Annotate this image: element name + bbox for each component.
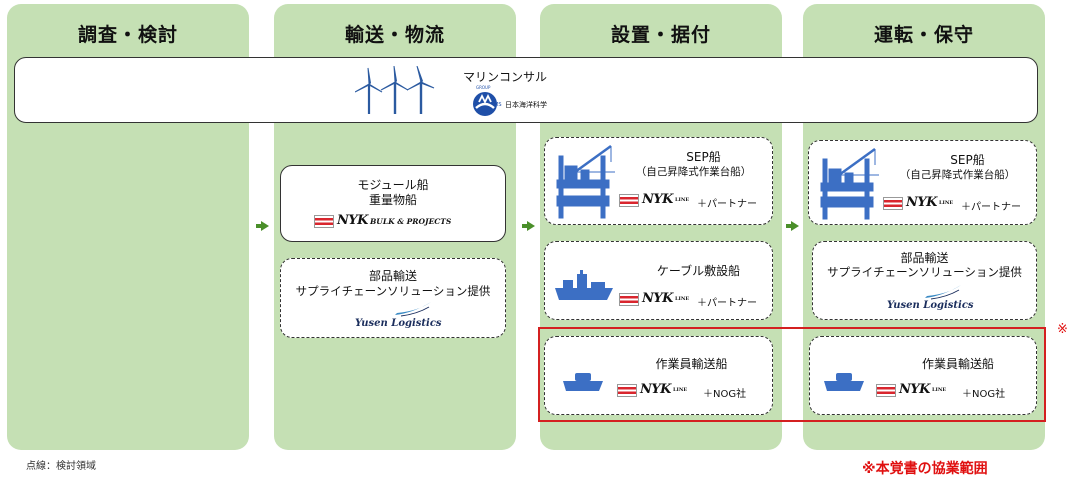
sep-partner-label: ＋パートナー <box>961 202 1021 213</box>
nyk-line-suffix: LINE <box>938 199 954 206</box>
operation-parts-card: 部品輸送 サプライチェーンソリューション提供 Yusen Logistics <box>812 241 1037 320</box>
ms-logo-small-text: GROUP <box>476 85 491 90</box>
nyk-brand: NYK <box>906 195 937 210</box>
scope-mark: ※ <box>1057 322 1068 337</box>
nyk-brand: NYK <box>337 213 368 228</box>
nyk-flag-icon <box>619 194 639 207</box>
nyk-line-suffix: LINE <box>674 196 690 203</box>
sep-ship-desc: （自己昇降式作業台船） <box>635 166 752 178</box>
crew-partner-label: ＋NOG社 <box>962 389 1006 400</box>
nyk-line-suffix: LINE <box>931 386 947 393</box>
nyk-brand: NYK <box>899 382 930 397</box>
flow-arrow-3 <box>786 221 799 231</box>
nyk-line-suffix: LINE <box>674 295 690 302</box>
marine-consulting-banner: マリンコンサル GROUP MS 日本海洋科学 <box>14 57 1038 123</box>
wind-turbine-icon <box>355 66 435 114</box>
nyk-brand: NYK <box>640 382 671 397</box>
crew-partner-label: ＋NOG社 <box>703 389 747 400</box>
nyk-flag-icon <box>617 384 637 397</box>
column-title-survey: 調査・検討 <box>77 24 178 46</box>
column-title-install: 設置・据付 <box>610 24 711 46</box>
nyk-flag-icon <box>314 215 334 228</box>
heavy-cargo-label: 重量物船 <box>368 193 417 207</box>
parts-transport-label: 部品輸送 <box>900 251 949 265</box>
nyk-brand: NYK <box>642 291 673 306</box>
nyk-flag-icon <box>876 384 896 397</box>
nyk-flag-icon <box>619 293 639 306</box>
sep-vessel-icon <box>820 147 879 220</box>
nyk-flag-icon <box>883 197 903 210</box>
sep-ship-desc: （自己昇降式作業台船） <box>899 169 1016 181</box>
yusen-logistics-logo: Yusen Logistics <box>355 318 442 329</box>
crew-ship-label: 作業員輸送船 <box>655 357 728 371</box>
nyk-brand: NYK <box>642 192 673 207</box>
parts-logistics-card: 部品輸送 サプライチェーンソリューション提供 Yusen Logistics <box>280 258 506 338</box>
agreement-scope-box <box>538 327 1046 422</box>
dotted-line-note: 点線：検討領域 <box>26 461 96 472</box>
cable-ship-label: ケーブル敷設船 <box>656 264 741 278</box>
yusen-swoosh-icon <box>925 285 961 300</box>
sep-partner-label: ＋パートナー <box>697 199 757 210</box>
cable-ship-icon <box>555 270 613 300</box>
yusen-logistics-logo: Yusen Logistics <box>887 300 974 311</box>
parts-transport-label: 部品輸送 <box>368 269 417 283</box>
sep-vessel-icon <box>556 144 615 219</box>
crew-boat-icon <box>563 373 603 391</box>
flow-arrow-1 <box>256 221 269 231</box>
supply-chain-label: サプライチェーンソリューション提供 <box>827 265 1022 279</box>
agreement-scope-label: ※本覚書の協業範囲 <box>862 461 988 477</box>
yusen-swoosh-icon <box>395 302 431 317</box>
ms-logo-letters: MS <box>494 102 502 108</box>
sep-ship-label: SEP船 <box>950 153 985 167</box>
supply-chain-label: サプライチェーンソリューション提供 <box>295 284 491 298</box>
ms-logo-icon <box>473 92 497 116</box>
nyk-line-suffix: LINE <box>672 386 688 393</box>
column-title-transport: 輸送・物流 <box>344 24 445 46</box>
crew-ship-label: 作業員輸送船 <box>921 357 994 371</box>
banner-partner-name: マリンコンサル <box>463 70 548 84</box>
module-ship-label: モジュール船 <box>357 178 429 192</box>
nyk-bulk-suffix: BULK & PROJECTS <box>369 217 452 226</box>
column-title-operation: 運転・保守 <box>873 24 974 46</box>
sep-ship-label: SEP船 <box>686 150 721 164</box>
flow-arrow-2 <box>522 221 535 231</box>
cable-partner-label: ＋パートナー <box>697 298 757 309</box>
banner-org-name: 日本海洋科学 <box>505 101 547 109</box>
crew-boat-icon <box>824 373 864 391</box>
